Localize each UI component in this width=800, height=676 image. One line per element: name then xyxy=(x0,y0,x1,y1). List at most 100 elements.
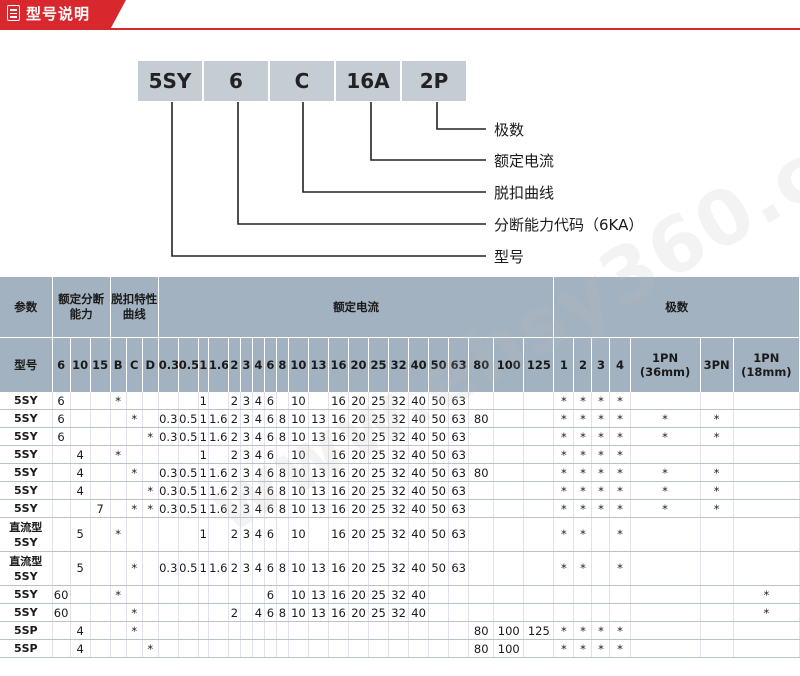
model-cell: 5SY xyxy=(0,409,53,428)
table-cell: * xyxy=(609,499,631,518)
model-cell: 5SY xyxy=(0,499,53,518)
table-cell: 32 xyxy=(388,463,410,482)
table-cell: 5 xyxy=(70,517,91,552)
table-cell xyxy=(591,585,611,604)
table-cell: * xyxy=(609,427,631,446)
header-divider xyxy=(0,28,800,30)
table-cell: * xyxy=(573,639,593,658)
table-cell: * xyxy=(553,463,575,482)
table-cell: 8 xyxy=(276,427,289,446)
table-cell xyxy=(468,585,495,604)
table-cell xyxy=(700,517,734,552)
table-cell xyxy=(198,585,209,604)
table-cell: 1.6 xyxy=(208,551,229,586)
table-cell: 50 xyxy=(428,499,450,518)
connector-trip-curve xyxy=(302,102,486,193)
column-header: B xyxy=(110,337,127,392)
table-cell xyxy=(700,603,734,622)
column-header: 20 xyxy=(348,337,370,392)
table-cell xyxy=(523,517,555,552)
column-header: D xyxy=(142,337,159,392)
table-cell: 1.6 xyxy=(208,499,229,518)
table-cell xyxy=(493,481,525,500)
column-header: 0.5 xyxy=(178,337,199,392)
table-cell xyxy=(198,621,209,640)
table-cell xyxy=(733,639,800,658)
table-cell xyxy=(90,392,111,410)
table-cell: * xyxy=(630,481,701,500)
group-header-rated-current: 额定电流 xyxy=(158,277,555,338)
table-cell xyxy=(208,603,229,622)
table-cell: 1.6 xyxy=(208,481,229,500)
table-cell: * xyxy=(126,603,143,622)
model-cell: 5SY xyxy=(0,585,53,604)
table-cell xyxy=(142,603,159,622)
table-cell: * xyxy=(573,499,593,518)
table-cell xyxy=(573,603,593,622)
table-cell: 4 xyxy=(252,517,265,552)
table-cell: 40 xyxy=(408,481,430,500)
table-cell: * xyxy=(591,463,611,482)
table-cell: 3 xyxy=(240,392,253,410)
table-cell xyxy=(388,639,410,658)
table-cell xyxy=(240,639,253,658)
table-cell: 20 xyxy=(348,427,370,446)
table-cell: 1.6 xyxy=(208,427,229,446)
table-cell: * xyxy=(126,621,143,640)
model-cell: 直流型 5SY xyxy=(0,517,53,552)
table-cell xyxy=(630,517,701,552)
table-cell: 13 xyxy=(308,409,329,428)
table-cell xyxy=(252,639,265,658)
group-header-parameters: 参数 xyxy=(0,277,53,338)
table-cell: * xyxy=(553,392,575,410)
code-trip-curve: C xyxy=(270,61,334,101)
table-cell xyxy=(198,603,209,622)
table-cell xyxy=(158,585,179,604)
column-header: 15 xyxy=(90,337,111,392)
table-cell: * xyxy=(591,639,611,658)
connector-rated-current xyxy=(370,102,486,161)
table-cell: * xyxy=(553,409,575,428)
table-cell xyxy=(208,621,229,640)
table-cell xyxy=(468,392,495,410)
legend-trip-curve: 脱扣曲线 xyxy=(494,184,555,202)
table-cell xyxy=(630,585,701,604)
table-cell: 13 xyxy=(308,551,329,586)
table-cell xyxy=(468,481,495,500)
table-cell xyxy=(523,639,555,658)
table-cell: 80 xyxy=(468,463,495,482)
table-cell: 1 xyxy=(198,392,209,410)
table-cell: 20 xyxy=(348,392,370,410)
table-cell xyxy=(276,517,289,552)
table-cell: 16 xyxy=(328,392,350,410)
table-cell xyxy=(493,499,525,518)
table-cell xyxy=(468,499,495,518)
table-cell: 50 xyxy=(428,463,450,482)
table-cell: 20 xyxy=(348,463,370,482)
table-cell: 40 xyxy=(408,392,430,410)
table-cell xyxy=(208,517,229,552)
table-cell: * xyxy=(609,621,631,640)
table-cell: 10 xyxy=(288,409,309,428)
table-cell: 50 xyxy=(428,551,450,586)
table-cell xyxy=(523,603,555,622)
table-cell: 0.5 xyxy=(178,427,199,446)
table-cell: 63 xyxy=(448,392,470,410)
table-cell: 2 xyxy=(228,392,241,410)
table-cell: 1.6 xyxy=(208,409,229,428)
table-cell: 50 xyxy=(428,445,450,464)
table-cell xyxy=(228,585,241,604)
table-cell: 6 xyxy=(264,481,277,500)
table-cell xyxy=(428,603,450,622)
table-cell xyxy=(468,427,495,446)
table-cell: * xyxy=(573,392,593,410)
table-cell xyxy=(276,621,289,640)
model-cell: 5SY xyxy=(0,603,53,622)
column-header: 80 xyxy=(468,337,495,392)
column-header: 100 xyxy=(493,337,525,392)
group-header-breaking-capacity: 额定分断能力 xyxy=(52,277,111,338)
table-cell: 4 xyxy=(252,427,265,446)
table-cell xyxy=(609,603,631,622)
